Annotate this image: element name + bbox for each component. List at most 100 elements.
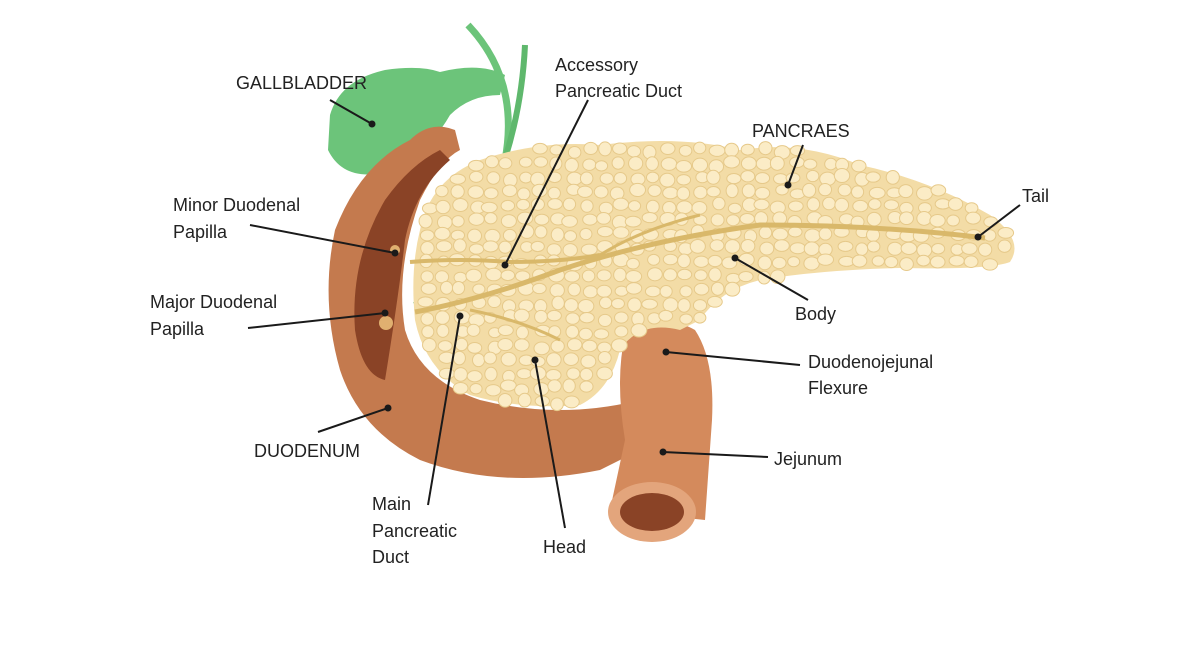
pancreas-lobule (534, 213, 550, 226)
pancreas-lobule (566, 367, 581, 380)
pancreas-lobule (465, 268, 483, 283)
pancreas-lobule (467, 228, 483, 243)
pancreas-lobule (837, 183, 852, 197)
pancreas-lobule (625, 270, 643, 283)
pancreas-lobule (803, 241, 820, 257)
pancreas-lobule (596, 226, 614, 238)
pancreas-lobule (551, 295, 565, 311)
pancreas-lobule (485, 384, 502, 397)
pancreas-lobule (803, 158, 818, 170)
pancreas-lobule (802, 182, 817, 198)
pancreas-lobule (501, 184, 518, 198)
pancreas-lobule (626, 257, 640, 270)
pancreas-lobule (515, 325, 529, 340)
pancreas-lobule (550, 339, 565, 353)
pancreas-lobule (452, 197, 469, 212)
pancreas-lobule (754, 172, 771, 185)
pancreas-lobule (597, 313, 613, 327)
pancreas-lobule (420, 241, 435, 256)
pancreas-lobule (435, 199, 451, 215)
pancreas-lobule (963, 255, 979, 268)
pancreas-lobule (707, 254, 723, 268)
pancreas-lobule (468, 159, 485, 172)
pancreas-lobule (582, 213, 598, 226)
pancreas-lobule (565, 324, 580, 339)
pancreas-lobule (482, 240, 499, 253)
pancreas-lobule (851, 159, 867, 173)
label-accessory-duct-2: Pancreatic Duct (555, 81, 682, 101)
pancreas-lobule (868, 186, 886, 200)
pancreas-lobule (931, 243, 946, 255)
pancreas-lobule (449, 173, 466, 185)
pancreas-lobule (707, 295, 723, 308)
pancreas-lobule (645, 199, 660, 214)
pancreas-lobule (513, 338, 530, 352)
pancreas-lobule (627, 200, 642, 212)
pancreas-lobule (580, 199, 594, 213)
pancreas-lobule (855, 242, 869, 256)
pancreas-lobule (468, 243, 485, 255)
pancreas-lobule (483, 212, 498, 225)
pancreas-lobule (611, 298, 625, 310)
pancreas-lobule (817, 253, 835, 266)
pancreas-lobule (563, 230, 578, 242)
pancreas-lobule (725, 183, 739, 199)
pancreas-lobule (562, 197, 577, 211)
pancreas-lobule (660, 142, 676, 155)
pancreas-lobule (547, 379, 562, 393)
pancreas-lobule (513, 308, 530, 323)
pancreas-lobule (566, 171, 583, 186)
pancreas-lobule (566, 338, 583, 352)
pancreas-lobule (710, 281, 725, 296)
pancreas-lobule (534, 225, 548, 239)
label-major-papilla-1: Major Duodenal (150, 292, 277, 312)
pancreas-lobule (468, 212, 485, 226)
pancreas-lobule (899, 257, 914, 271)
pancreas-lobule (789, 242, 807, 255)
pancreas-lobule (757, 255, 772, 271)
pancreas-lobule (769, 155, 785, 171)
pancreas-lobule (708, 267, 722, 282)
pancreas-lobule (899, 211, 914, 226)
label-body: Body (795, 304, 836, 324)
pancreas-lobule (866, 211, 882, 227)
pancreas-lobule (804, 228, 821, 243)
pancreas-lobule (787, 226, 803, 238)
pancreas-lobule (598, 296, 613, 310)
pancreas-lobule (724, 281, 741, 297)
pancreas-lobule (534, 309, 548, 324)
pancreas-lobule (677, 298, 691, 313)
pancreas-lobule (452, 381, 469, 395)
pancreas-lobule (610, 338, 628, 353)
pancreas-lobule (724, 142, 740, 158)
pancreas-lobule (582, 285, 599, 299)
pancreas-lobule (693, 311, 707, 324)
pancreas-lobule (581, 269, 596, 283)
pancreas-lobule (916, 211, 932, 226)
pancreas-lobule (771, 256, 787, 270)
pancreas-lobule (983, 216, 999, 228)
jejunum-shape (610, 321, 713, 520)
pancreas-lobule (563, 298, 579, 313)
pancreas-lobule (453, 367, 468, 382)
pancreas-lobule (483, 351, 497, 365)
pancreas-lobule (803, 256, 820, 271)
pancreas-lobule (930, 184, 947, 197)
pancreas-lobule (658, 309, 674, 322)
pancreas-lobule (771, 227, 789, 241)
pancreas-lobule (579, 367, 594, 382)
pancreas-lobule (580, 354, 597, 369)
pancreas-lobule (547, 198, 563, 210)
pancreas-lobule (580, 243, 598, 256)
pancreas-lobule (550, 227, 565, 243)
pancreas-lobule (708, 144, 726, 157)
pancreas-lobule (806, 197, 821, 212)
pancreas-lobule (530, 240, 545, 253)
pancreas-lobule (577, 299, 595, 314)
pancreas-lobule (754, 186, 771, 200)
pancreas-lobule (500, 199, 516, 212)
pancreas-lobule (581, 339, 598, 353)
pancreas-lobule (679, 313, 693, 325)
pancreas-lobule (480, 201, 498, 214)
pancreas-lobule (818, 182, 833, 197)
